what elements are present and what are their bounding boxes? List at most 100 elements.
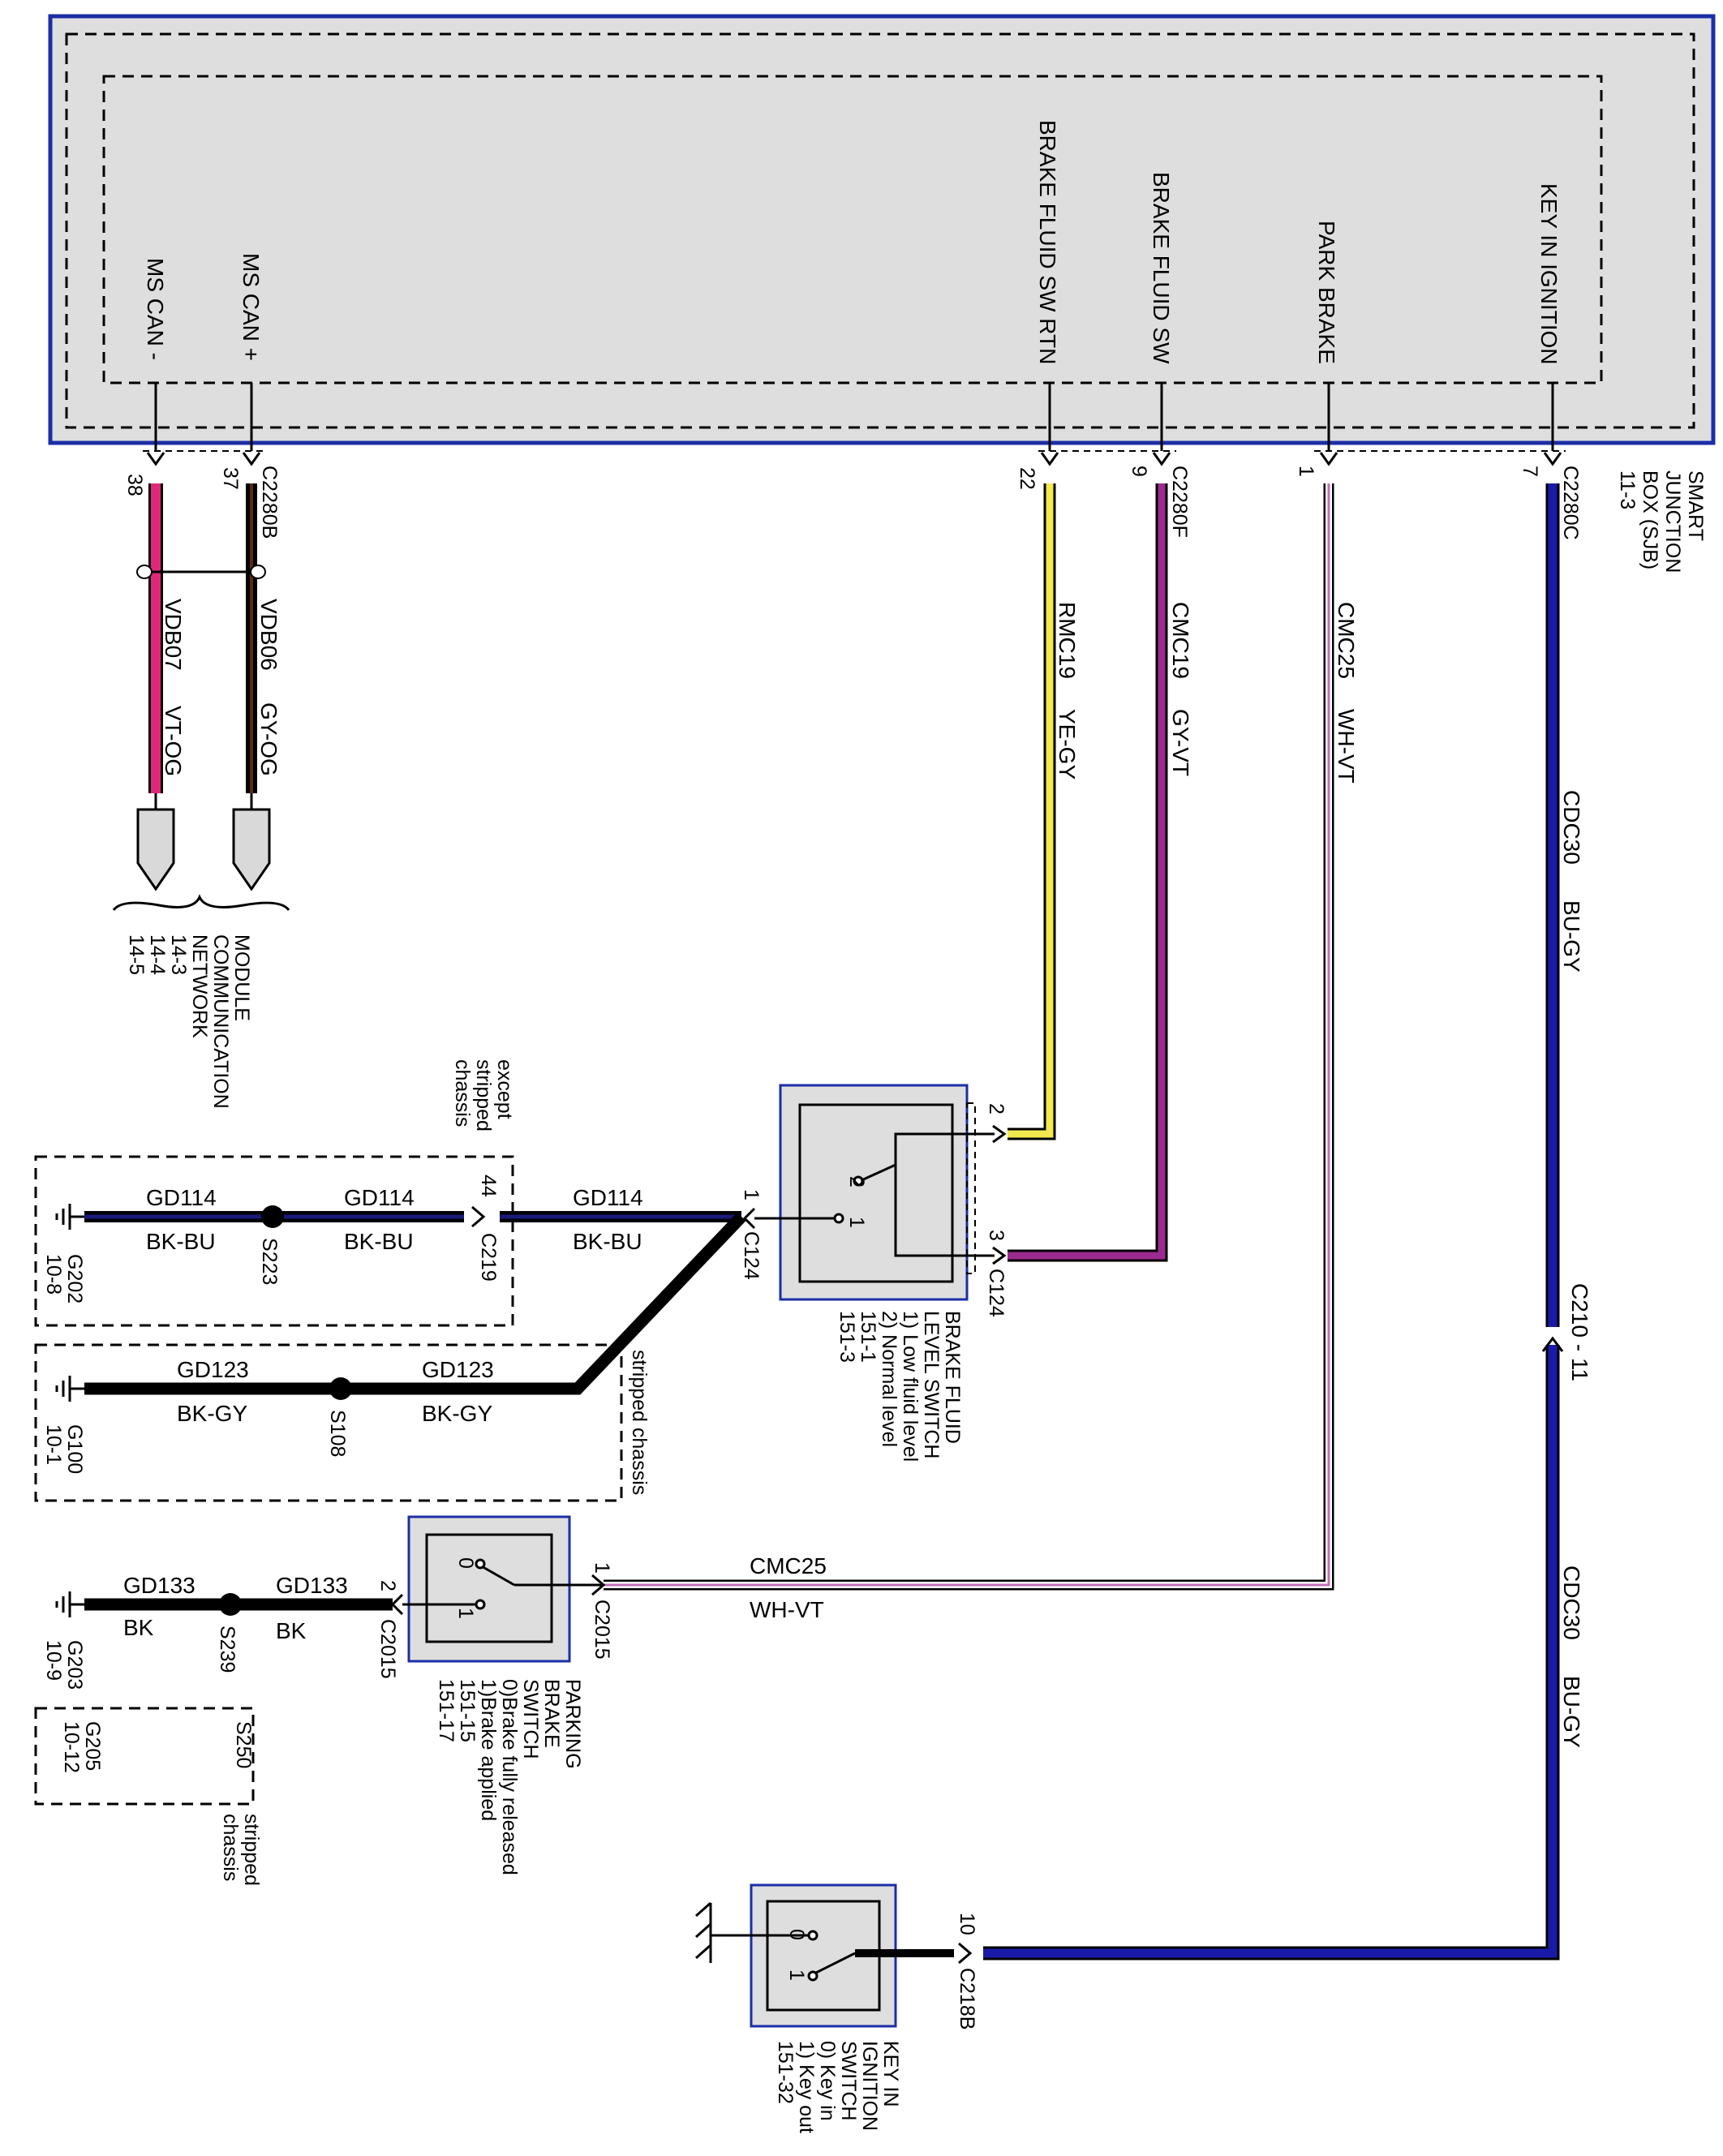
pbs-pin-2: 2: [376, 1580, 399, 1591]
switch-contact-label-2: 2: [845, 1176, 868, 1188]
connector-c2280b: C2280B: [258, 466, 281, 539]
c124-pin1-chevron: [742, 1207, 756, 1230]
wire-label-bk-a: BK: [123, 1615, 154, 1640]
brake-fluid-switch-title: BRAKE FLUID LEVEL SWITCH 1) Low fluid le…: [836, 1311, 964, 1462]
switch-contact-label-1: 1: [845, 1217, 868, 1228]
ground-g100-name: G100: [63, 1424, 86, 1474]
g205-dashed-box: [34, 1707, 255, 1806]
connector-c2280c: C2280C: [1559, 466, 1582, 540]
c124-pin3-chevron: [992, 1246, 1007, 1265]
smart-junction-box: MS CAN - MS CAN + BRAKE FLUID SW RTN BRA…: [48, 14, 1716, 451]
twist-loop-left: [136, 565, 153, 579]
splice-s250-label: S250: [232, 1721, 255, 1768]
kis-title-line-6: 151-32: [774, 2041, 797, 2104]
pbs-title-line-2: BRAKE: [540, 1679, 563, 1748]
wire-cdc30-outline: [983, 483, 1560, 1961]
module-network-line-3: NETWORK: [188, 934, 211, 1038]
kis-title-line-2: IGNITION: [858, 2041, 881, 2131]
wire-label-gd133-a: GD133: [123, 1573, 196, 1598]
kis-contact-bottom: [807, 1970, 819, 1982]
c2015-left-chevron: [390, 1593, 404, 1616]
bfs-title-line-3: 1) Low fluid level: [899, 1311, 922, 1462]
wire-label-bk-b: BK: [276, 1618, 307, 1643]
pbs-title-line-6: 151-15: [456, 1679, 479, 1742]
ground-g205-name: G205: [81, 1721, 104, 1771]
pin-number-9: 9: [1128, 466, 1150, 477]
mech-ground-hatch-3: [695, 1943, 711, 1960]
mech-ground-hatch-1: [695, 1901, 711, 1918]
kis-title-line-5: 1) Key out: [795, 2041, 818, 2133]
switch-pin-2: 2: [985, 1103, 1008, 1115]
bfs-title-line-4: 2) Normal level: [878, 1311, 900, 1447]
pbs-contact-label-0: 0: [454, 1557, 477, 1569]
kis-connector-c218b: C218B: [956, 1968, 978, 2029]
c2015-right-chevron: [591, 1574, 606, 1596]
wire-label-bu-gy-lower: BU-GY: [1559, 1676, 1584, 1748]
sjb-title-line-2: JUNCTION: [1661, 470, 1684, 573]
mechanical-ground-icon: [695, 1901, 730, 1963]
pbs-connector-c2015-left: C2015: [376, 1619, 399, 1679]
connector-chevrons: [146, 452, 1562, 466]
bfs-title-line-6: 151-3: [836, 1311, 858, 1363]
ground-g100-ref: 10-1: [42, 1424, 65, 1465]
ms-can-wires: VDB07 VT-OG VDB06 GY-OG MODULE COMMUNICA…: [112, 483, 290, 1109]
wire-label-vdb06: VDB06: [256, 599, 281, 671]
parking-brake-switch: 0 1 1 C2015 2 C2015 PARKING BRAKE SWITCH…: [376, 1515, 613, 1875]
ground-g203-name: G203: [63, 1640, 86, 1690]
c219-pin: 44: [477, 1175, 500, 1197]
brake-fluid-level-switch: 2 1 2 3 C124 1 C124 BRAKE FLUID LEVEL SW…: [740, 1084, 1008, 1462]
kis-title-line-3: SWITCH: [837, 2041, 860, 2121]
wire-label-gd114-b: GD114: [344, 1185, 415, 1210]
note-chassis-b: chassis: [219, 1814, 242, 1881]
chevron-7: [1543, 452, 1562, 466]
ground-g202-ref: 10-8: [42, 1254, 65, 1295]
mech-ground-hatch-2: [695, 1922, 711, 1939]
sjb-title-line-4: 11-3: [1616, 470, 1639, 509]
pbs-box-inner: [425, 1533, 553, 1643]
pbs-connector-c2015-right: C2015: [591, 1600, 613, 1660]
note-stripped-b: stripped: [240, 1814, 263, 1886]
pin-label-ms-can-plus: MS CAN +: [238, 253, 264, 361]
pin-label-brake-fluid-sw-rtn: BRAKE FLUID SW RTN: [1035, 120, 1060, 364]
ground-g205-ref: 10-12: [60, 1721, 83, 1773]
switch-dashed-ext: [966, 1102, 976, 1274]
wire-cdc30: [983, 483, 1558, 1958]
switch-connector-c124-right: C124: [985, 1269, 1008, 1317]
chevron-22: [1040, 452, 1059, 466]
parking-brake-switch-title: PARKING BRAKE SWITCH 0)Brake fully relea…: [435, 1679, 584, 1875]
kis-contact-label-0: 0: [785, 1929, 808, 1940]
chevron-1: [1319, 452, 1338, 466]
ground-symbol-g100: [55, 1376, 84, 1402]
c219-chevron: [471, 1205, 486, 1228]
wire-label-cmc19: CMC19: [1168, 602, 1193, 679]
wire-label-vt-og: VT-OG: [161, 706, 186, 776]
wire-label-bk-bu-a: BK-BU: [146, 1229, 216, 1254]
switch-contact-top: [853, 1175, 864, 1187]
brace: [112, 894, 290, 912]
wire-label-wh-vt-vertical: WH-VT: [1334, 709, 1359, 784]
wire-rmc19-outline: [1008, 483, 1056, 1140]
wire-label-bu-gy-upper: BU-GY: [1559, 900, 1584, 973]
except-stripped-box: [34, 1155, 514, 1327]
connector-c2280f: C2280F: [1168, 466, 1191, 538]
ground-symbol-g203: [55, 1591, 84, 1617]
splice-s108-label: S108: [326, 1410, 349, 1457]
connector-c210: C210 - 11: [1567, 1283, 1592, 1381]
wire-label-cdc30-upper: CDC30: [1559, 790, 1584, 865]
c210-chevron: [1541, 1336, 1564, 1352]
wire-label-gd123-a: GD123: [177, 1357, 249, 1382]
wire-label-cmc25-vertical: CMC25: [1334, 602, 1359, 679]
key-in-ignition-switch: 0 1 10 C218B KEY IN IGNITION SWITCH 0) K…: [695, 1883, 978, 2133]
note-except: except: [493, 1059, 516, 1119]
pbs-title-line-7: 151-17: [435, 1679, 458, 1742]
switch-pin-1: 1: [740, 1189, 763, 1200]
brake-fluid-wires: RMC19 YE-GY CMC19 GY-VT: [1008, 483, 1193, 1262]
pbs-contact-label-1: 1: [454, 1608, 477, 1619]
key-switch-title: KEY IN IGNITION SWITCH 0) Key in 1) Key …: [774, 2041, 902, 2133]
note-stripped-chassis-a: stripped chassis: [628, 1350, 651, 1495]
wire-label-rmc19: RMC19: [1055, 602, 1080, 679]
wire-label-cmc25-horizontal: CMC25: [750, 1553, 827, 1578]
kis-arm: [815, 1952, 856, 1974]
wire-label-gd133-b: GD133: [276, 1573, 348, 1598]
